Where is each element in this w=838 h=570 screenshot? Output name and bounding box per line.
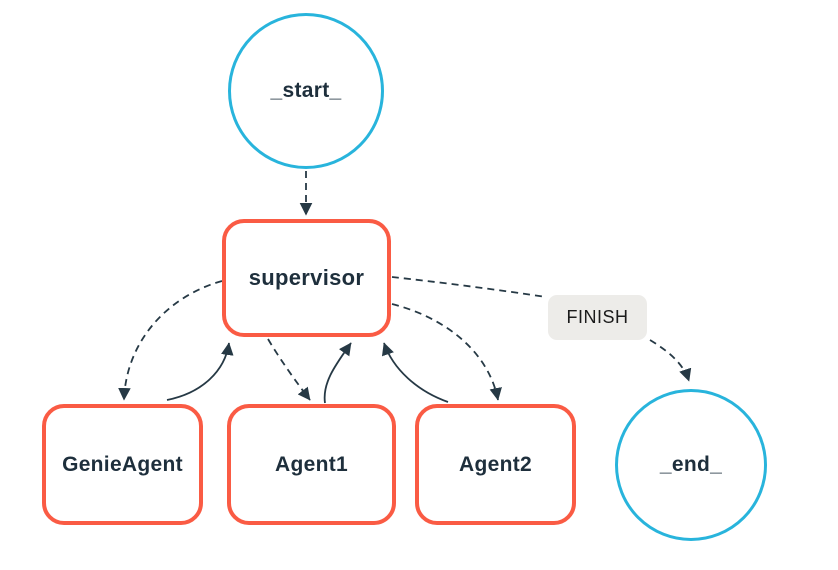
node-supervisor: supervisor [222,219,391,337]
finish-edge-label: FINISH [548,295,647,340]
node-agent2: Agent2 [415,404,576,525]
node-start-label: _start_ [270,79,342,102]
edge-agent1-supervisor [323,342,352,404]
node-end: _end_ [615,389,767,541]
node-start: _start_ [228,13,384,169]
edge-agent2-supervisor [381,342,449,403]
node-genieagent-label: GenieAgent [62,452,183,476]
node-genieagent: GenieAgent [42,404,203,525]
node-agent1-label: Agent1 [275,452,348,476]
edge-supervisor-agent2 [391,303,502,401]
edge-supervisor-agent1 [267,338,311,401]
node-agent1: Agent1 [227,404,396,525]
edge-genieagent-supervisor [166,342,234,401]
finish-edge-label-text: FINISH [566,307,629,327]
edge-supervisor-genieagent [118,280,223,401]
edge-finish-end [649,339,692,382]
node-end-label: _end_ [659,453,723,476]
edge-supervisor-finish [391,276,547,298]
node-supervisor-label: supervisor [248,265,365,290]
node-agent2-label: Agent2 [459,452,532,476]
